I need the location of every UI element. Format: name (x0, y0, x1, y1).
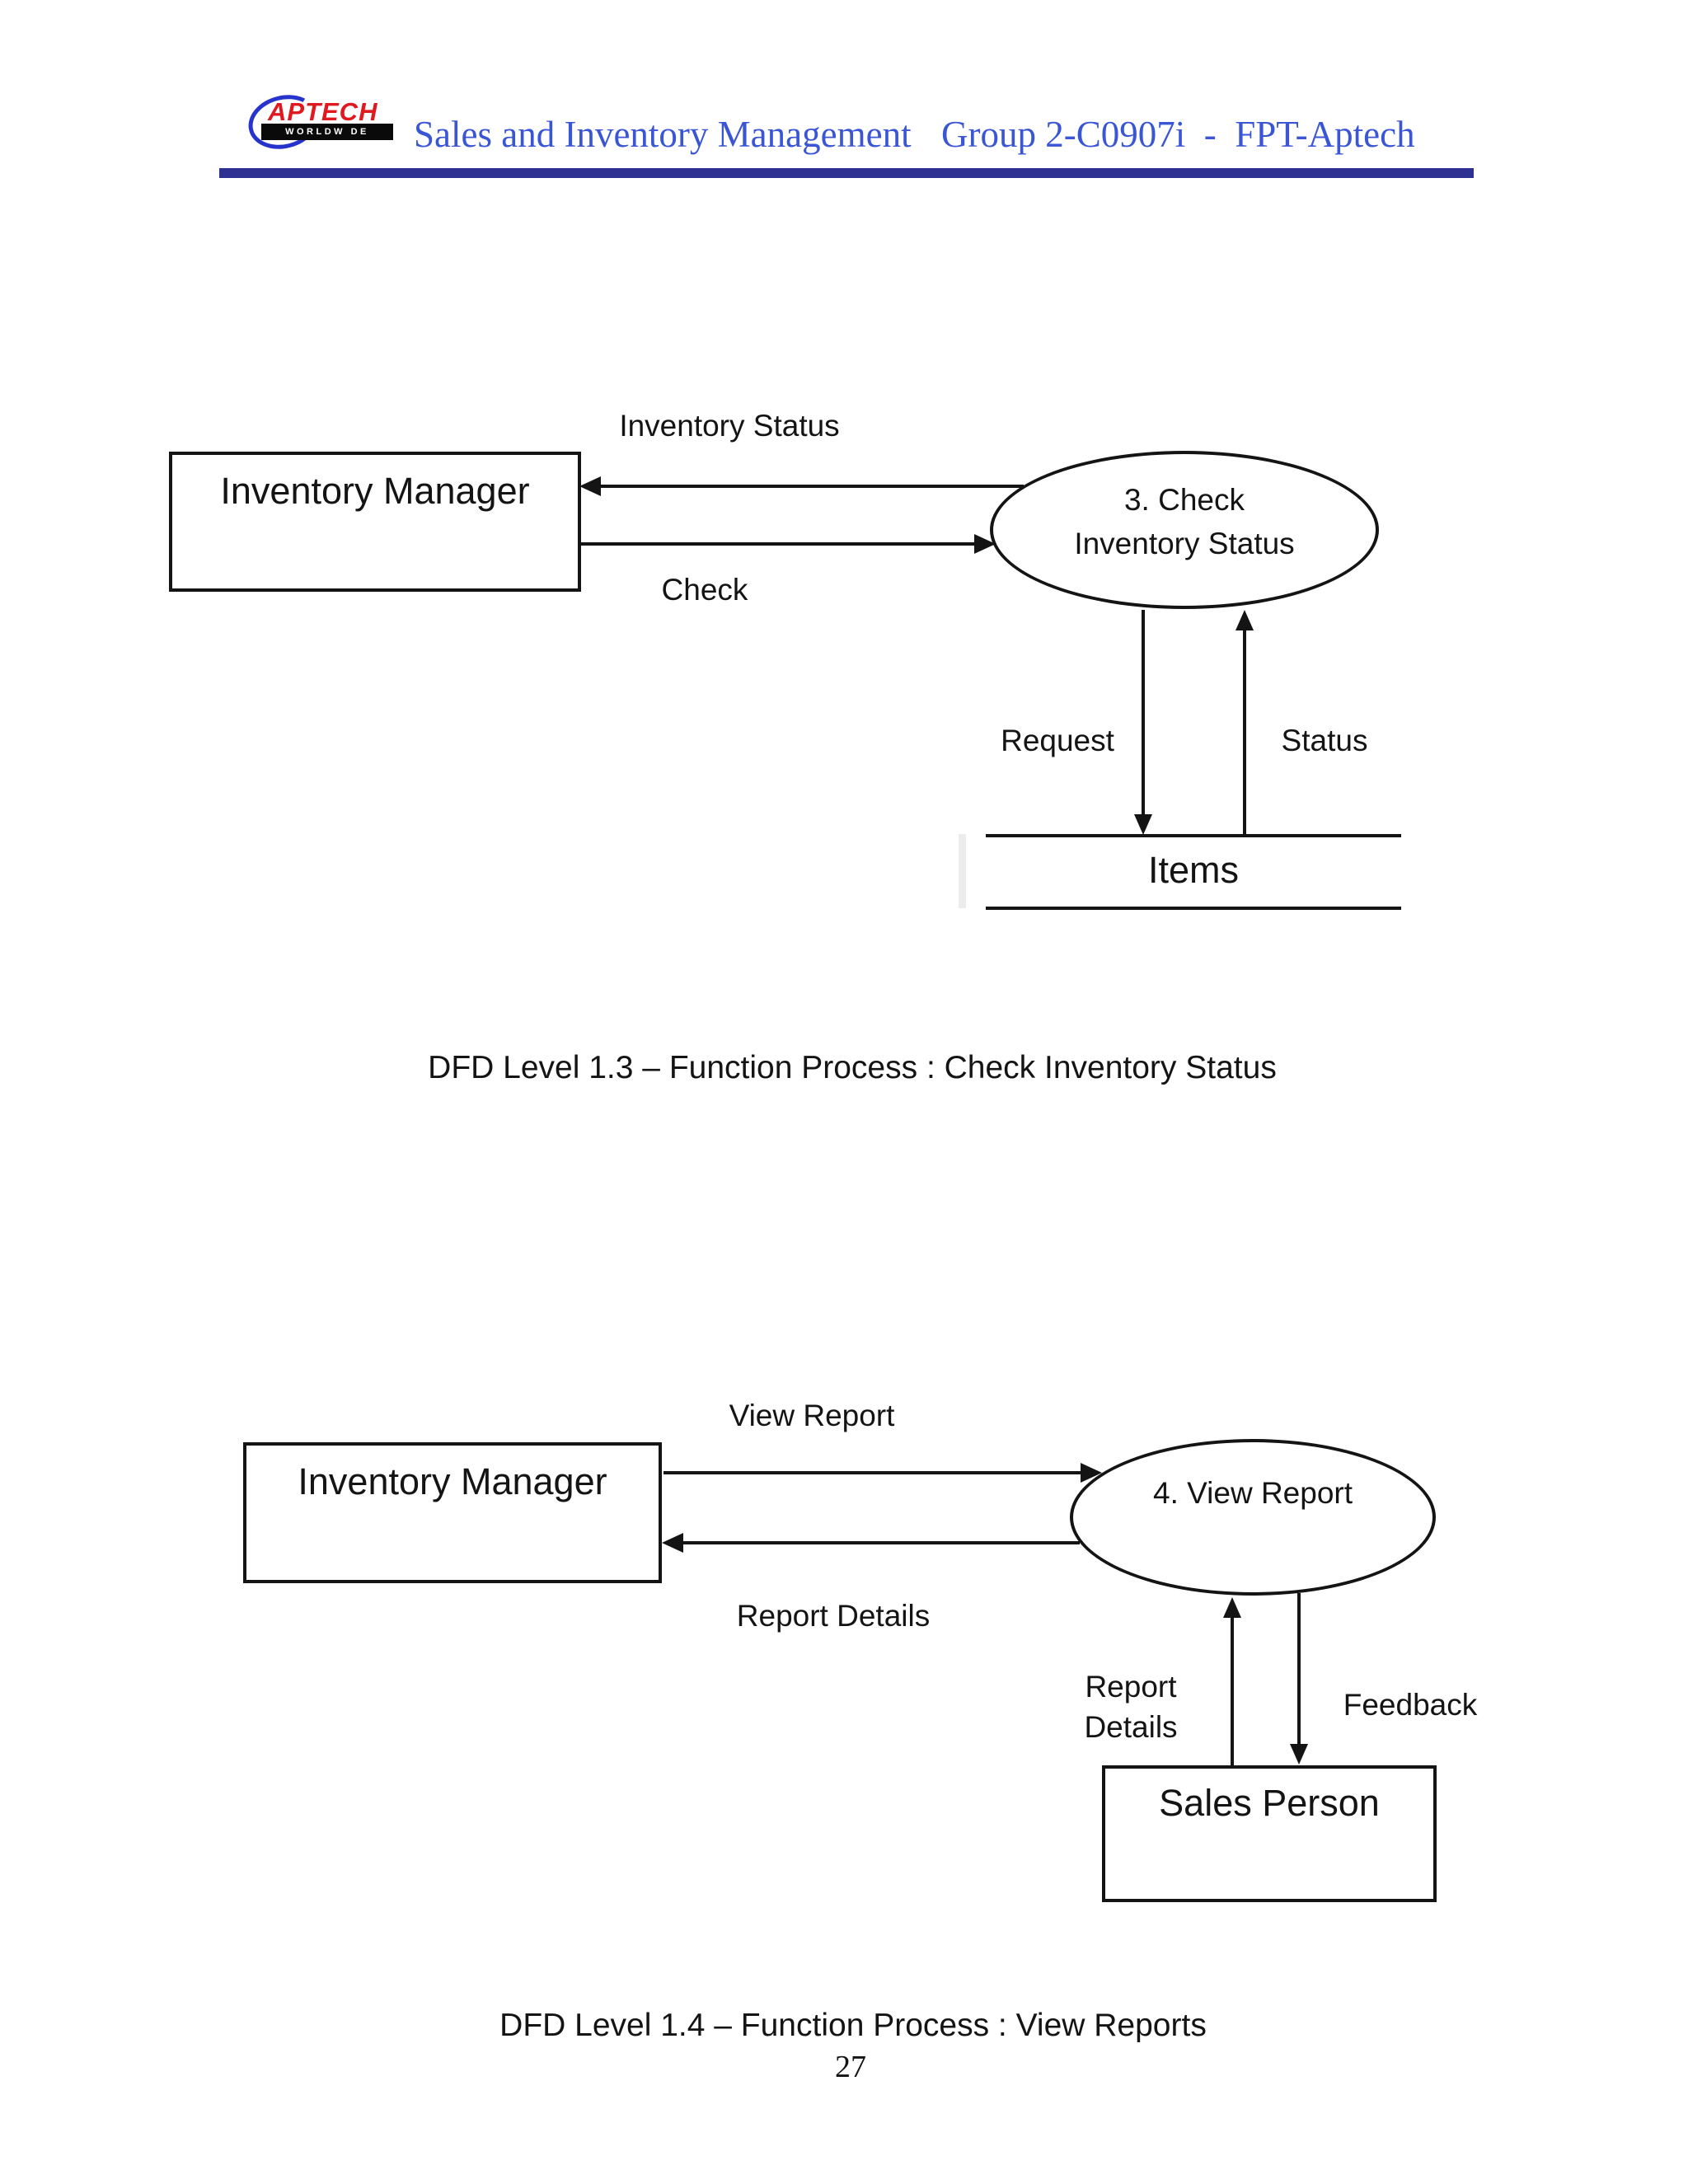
diagram2-caption: DFD Level 1.4 – Function Process : View … (499, 2008, 1207, 2043)
flow-label-report-details: Report Details (736, 1599, 931, 1633)
flow-label-line2: Details (1084, 1710, 1178, 1744)
flow-label-view-report: View Report (729, 1399, 895, 1432)
flow-label-report-details-vertical: Report Details (1084, 1666, 1177, 1747)
flow-label-inventory-status: Inventory Status (619, 409, 840, 443)
flow-label-check: Check (661, 573, 748, 607)
arrowhead-down-icon (1134, 814, 1152, 835)
page-number: 27 (835, 2050, 866, 2084)
external-entity-inventory-manager-2: Inventory Manager (243, 1442, 662, 1583)
flow-line-feedback (1297, 1593, 1301, 1746)
aptech-logo-tagline-bar: WORLDW DE (261, 124, 393, 140)
diagram1-caption: DFD Level 1.3 – Function Process : Check… (428, 1050, 1277, 1085)
entity-label: Inventory Manager (220, 470, 530, 512)
external-entity-inventory-manager-1: Inventory Manager (169, 452, 581, 592)
process-view-report: 4. View Report (1070, 1439, 1436, 1596)
datastore-items-label: Items (1147, 849, 1240, 891)
flow-line-inventory-status (599, 485, 1024, 488)
arrowhead-up-icon (1236, 610, 1254, 630)
datastore-items-top-line (986, 834, 1401, 837)
flow-line-status (1243, 629, 1246, 836)
flow-label-status: Status (1281, 724, 1368, 757)
scan-artifact (959, 834, 966, 908)
header-group-label: Group 2-C0907i - FPT-Aptech (941, 114, 1415, 155)
flow-line-report-details-up (1231, 1616, 1234, 1765)
flow-line-check (581, 542, 976, 546)
aptech-logo-tagline: WORLDW DE (285, 127, 369, 137)
header-title: Sales and Inventory Management (414, 114, 912, 155)
arrowhead-up-icon (1223, 1597, 1241, 1618)
flow-label-request: Request (1001, 724, 1114, 757)
flow-line-request (1142, 610, 1145, 816)
arrowhead-left-icon (662, 1533, 683, 1553)
flow-label-line1: Report (1085, 1670, 1177, 1704)
process-label-line1: 3. Check (1123, 483, 1245, 517)
aptech-logo: APTECH (268, 97, 378, 126)
datastore-items-bottom-line (986, 907, 1401, 910)
flow-line-view-report (663, 1471, 1082, 1474)
header-divider (219, 168, 1474, 178)
process-label: 4. View Report (1153, 1475, 1353, 1510)
flow-line-report-details (682, 1541, 1080, 1544)
entity-label: Inventory Manager (298, 1460, 607, 1502)
flow-label-feedback: Feedback (1343, 1688, 1478, 1722)
entity-label: Sales Person (1159, 1782, 1380, 1824)
arrowhead-left-icon (579, 476, 601, 496)
arrowhead-down-icon (1290, 1744, 1308, 1765)
process-check-inventory-status: 3. Check Inventory Status (990, 451, 1379, 609)
external-entity-sales-person: Sales Person (1102, 1765, 1437, 1902)
process-label-line2: Inventory Status (1074, 527, 1295, 560)
